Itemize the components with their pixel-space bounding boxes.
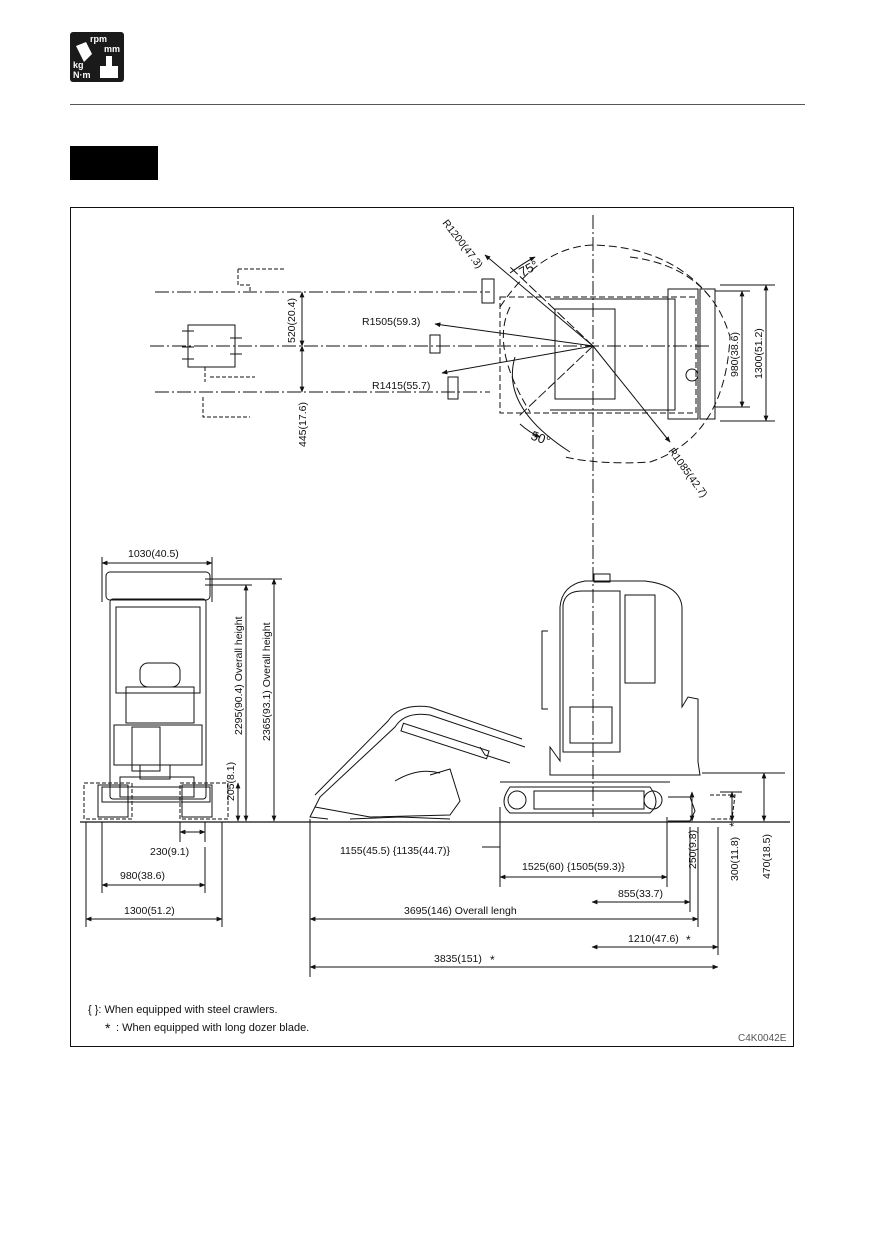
front-view-labels: 1030(40.5) 2295(90.4) Overall height 236… (120, 548, 273, 917)
specifications-icon: rpm mm kg N·m (70, 32, 124, 82)
label-dim-470: 470(18.5) (761, 834, 773, 879)
label-dim-3835: 3835(151) (434, 953, 482, 965)
icon-label-mm: mm (104, 44, 120, 54)
label-dim-1210: 1210(47.6) (628, 933, 679, 945)
side-view (309, 573, 785, 977)
label-dim-1210-asterisk: * (686, 933, 691, 947)
label-overall-length-3695: 3695(146) Overall lengh (404, 905, 517, 917)
top-view (150, 215, 775, 817)
side-view-labels: 1155(45.5) {1135(44.7)} 1525(60) {1505(5… (340, 822, 773, 967)
label-overall-width-1300: 1300(51.2) (124, 905, 175, 917)
section-tab (70, 146, 158, 180)
label-dim-1155: 1155(45.5) {1135(44.7)} (340, 845, 450, 857)
label-radius-r1085: R1085(42.7) (666, 446, 710, 500)
front-view (83, 557, 282, 822)
icon-label-kg: kg (73, 60, 84, 70)
header-divider (70, 104, 805, 105)
label-width-980: 980(38.6) (729, 332, 741, 377)
drawing-frame (70, 207, 794, 1047)
label-ground-clearance-205: 205(8.1) (225, 762, 237, 801)
label-radius-r1415: R1415(55.7) (372, 380, 430, 392)
label-dim-855: 855(33.7) (618, 888, 663, 900)
label-radius-r1200: R1200(47.3) (440, 217, 485, 270)
label-dim-300: 300(11.8) (729, 837, 741, 881)
label-dim-3835-asterisk: * (490, 953, 495, 967)
label-gap-230: 230(9.1) (150, 846, 189, 858)
label-angle-50: 50° (529, 428, 553, 449)
figure-code: C4K0042E (738, 1033, 787, 1044)
label-track-width-980: 980(38.6) (120, 870, 165, 882)
notes: { }: When equipped with steel crawlers. … (88, 1004, 787, 1044)
label-dim-300-asterisk: * (727, 822, 741, 827)
note-asterisk-symbol: * (105, 1020, 111, 1036)
top-view-labels: R1200(47.3) R1505(59.3) R1415(55.7) R108… (286, 217, 765, 500)
icon-label-nm: N·m (73, 70, 91, 80)
label-dim-1525: 1525(60) {1505(59.3)} (522, 861, 625, 873)
label-overall-height-2295: 2295(90.4) Overall height (233, 616, 245, 735)
label-radius-r1505: R1505(59.3) (362, 316, 420, 328)
note-steel-crawlers: { }: When equipped with steel crawlers. (88, 1004, 278, 1016)
label-dim-250: 250(9.8) (687, 830, 699, 869)
icon-label-rpm: rpm (90, 34, 107, 44)
label-overall-height-2365: 2365(93.1) Overall height (261, 622, 273, 741)
label-offset-520: 520(20.4) (286, 298, 298, 343)
label-width-1300: 1300(51.2) (753, 328, 765, 379)
front-bottom-dims (85, 822, 223, 927)
dimension-drawing: R1200(47.3) R1505(59.3) R1415(55.7) R108… (70, 207, 794, 1047)
label-offset-445: 445(17.6) (297, 402, 309, 447)
label-front-width-1030: 1030(40.5) (128, 548, 179, 560)
note-long-dozer-blade: : When equipped with long dozer blade. (116, 1022, 309, 1034)
